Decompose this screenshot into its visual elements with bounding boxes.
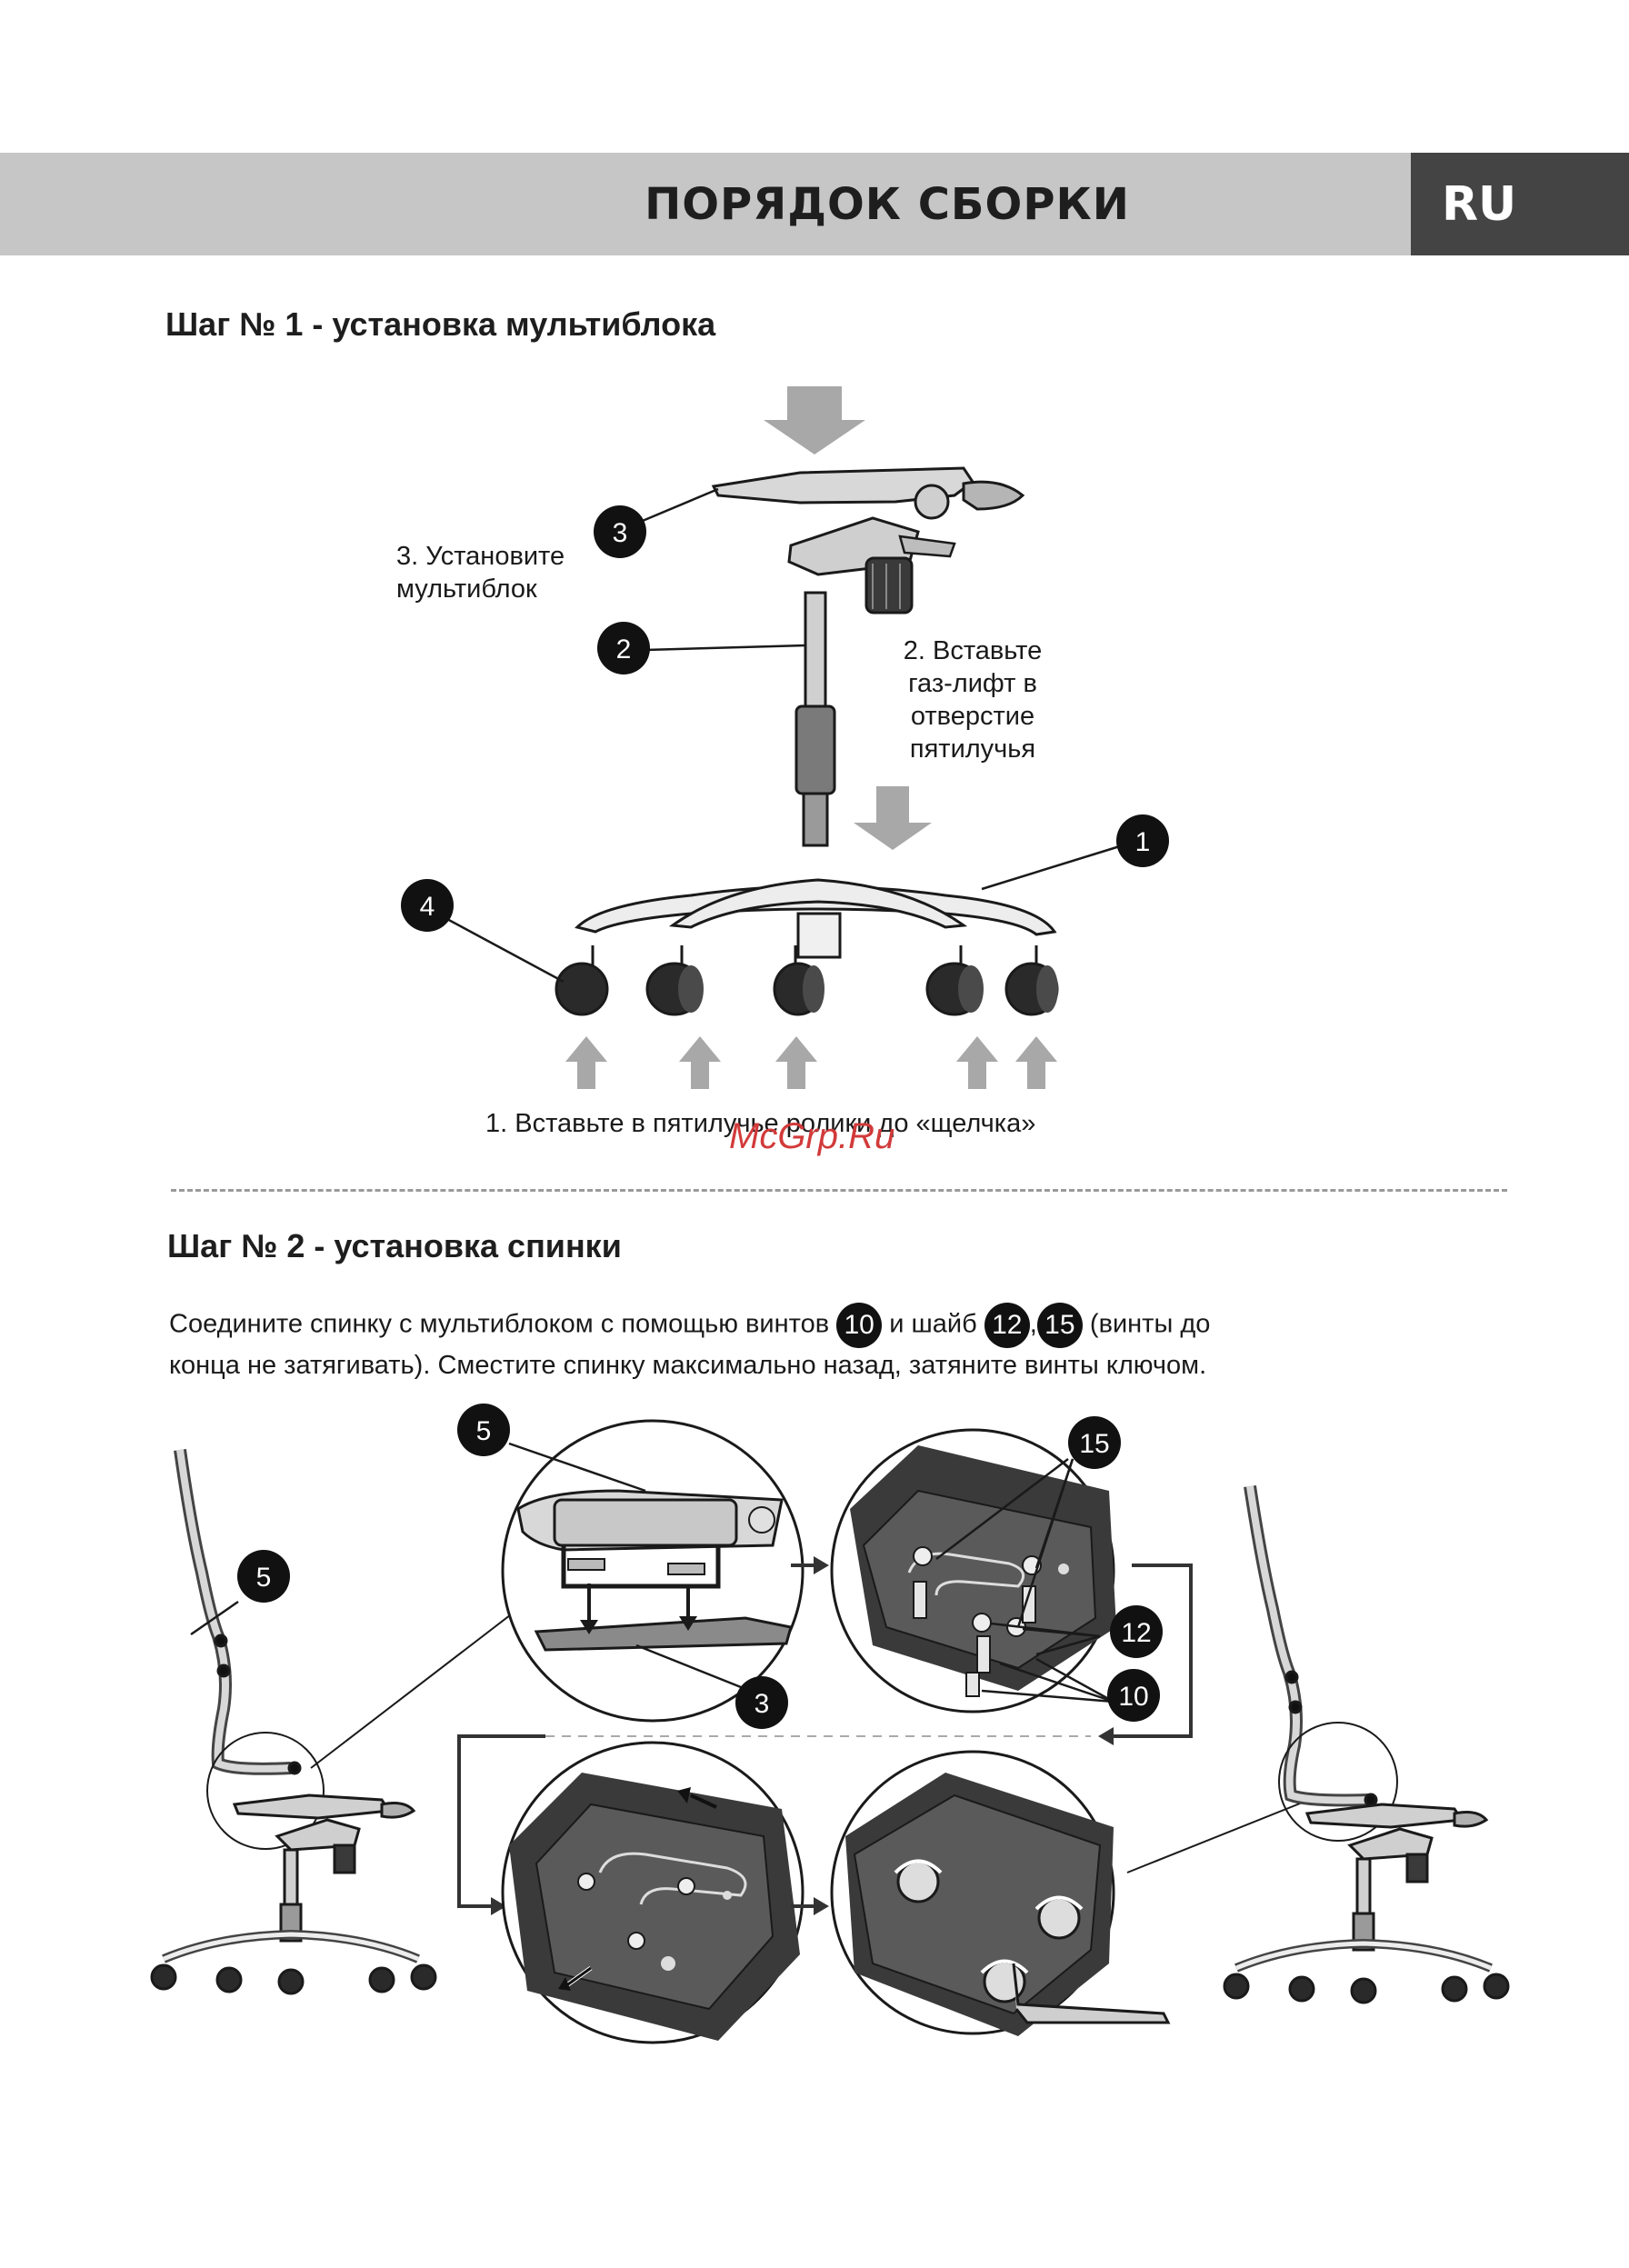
detail-circle-shift-back — [501, 1741, 805, 2044]
step1-heading: Шаг № 1 - установка мультиблока — [165, 305, 716, 343]
svg-text:2: 2 — [616, 634, 632, 664]
up-arrow-icon — [775, 1036, 817, 1089]
svg-text:4: 4 — [420, 892, 435, 922]
svg-text:5: 5 — [256, 1563, 272, 1593]
callout-5-left: 5 — [237, 1550, 290, 1603]
label-insert-casters: 1. Вставьте в пятилучье ролики до «щелчк… — [485, 1109, 1036, 1138]
right-chair-drawing — [1223, 1484, 1510, 2004]
up-arrow-icon — [956, 1036, 998, 1089]
washer-ref-badge: 15 — [1036, 1303, 1083, 1348]
svg-text:5: 5 — [476, 1416, 492, 1446]
callout-3-detail: 3 — [735, 1676, 788, 1729]
right-arrow-icon — [814, 1556, 829, 1574]
svg-text:3: 3 — [755, 1689, 770, 1719]
callout-3: 3 — [594, 505, 646, 558]
section-divider — [171, 1189, 1507, 1192]
header-bar — [0, 153, 1411, 255]
down-arrow-icon — [854, 786, 932, 850]
up-arrow-icon — [1015, 1036, 1057, 1089]
watermark: McGrp.Ru — [729, 1116, 895, 1156]
language-badge: RU — [1411, 153, 1629, 255]
callout-10: 10 — [1107, 1669, 1160, 1722]
callout-4: 4 — [401, 879, 454, 932]
up-arrow-icon — [565, 1036, 607, 1089]
svg-text:10: 10 — [1118, 1682, 1148, 1712]
base-drawing — [575, 878, 1057, 959]
callout-1: 1 — [1116, 814, 1169, 867]
callout-12: 12 — [1110, 1605, 1163, 1658]
right-arrow-icon — [814, 1897, 829, 1915]
svg-text:3: 3 — [613, 518, 628, 548]
left-arrow-icon — [1098, 1727, 1114, 1745]
callout-5-detail: 5 — [457, 1404, 510, 1456]
casters-drawing — [555, 945, 1059, 1016]
down-arrow-icon — [764, 386, 865, 455]
washer-ref-badge: 12 — [984, 1303, 1030, 1348]
gas-lift-drawing — [795, 591, 836, 847]
callout-2: 2 — [597, 622, 650, 674]
up-arrows — [565, 1036, 1057, 1089]
detail-circle-screws-washers — [830, 1428, 1116, 1713]
callout-15: 15 — [1068, 1416, 1121, 1469]
detail-circle-tighten — [830, 1750, 1171, 2036]
step2-illustration: 5 5 3 — [150, 1404, 1510, 2044]
step1-illustration: 3 2 1 4 — [401, 386, 1169, 1089]
page-title: ПОРЯДОК СБОРКИ — [645, 178, 1130, 230]
right-arrow-icon — [491, 1897, 506, 1915]
step2-instructions: Соедините спинку с мультиблоком с помощь… — [169, 1303, 1533, 1383]
multiblock-drawing — [711, 466, 1025, 614]
up-arrow-icon — [679, 1036, 721, 1089]
left-chair-drawing — [150, 1449, 437, 1995]
svg-text:15: 15 — [1079, 1429, 1109, 1459]
left-arrow-icon — [677, 1787, 691, 1803]
screw-ref-badge: 10 — [836, 1303, 883, 1348]
svg-text:1: 1 — [1135, 827, 1151, 857]
svg-text:12: 12 — [1121, 1618, 1151, 1648]
step2-heading: Шаг № 2 - установка спинки — [167, 1227, 622, 1264]
detail-circle-backrest-bracket — [501, 1419, 805, 1723]
